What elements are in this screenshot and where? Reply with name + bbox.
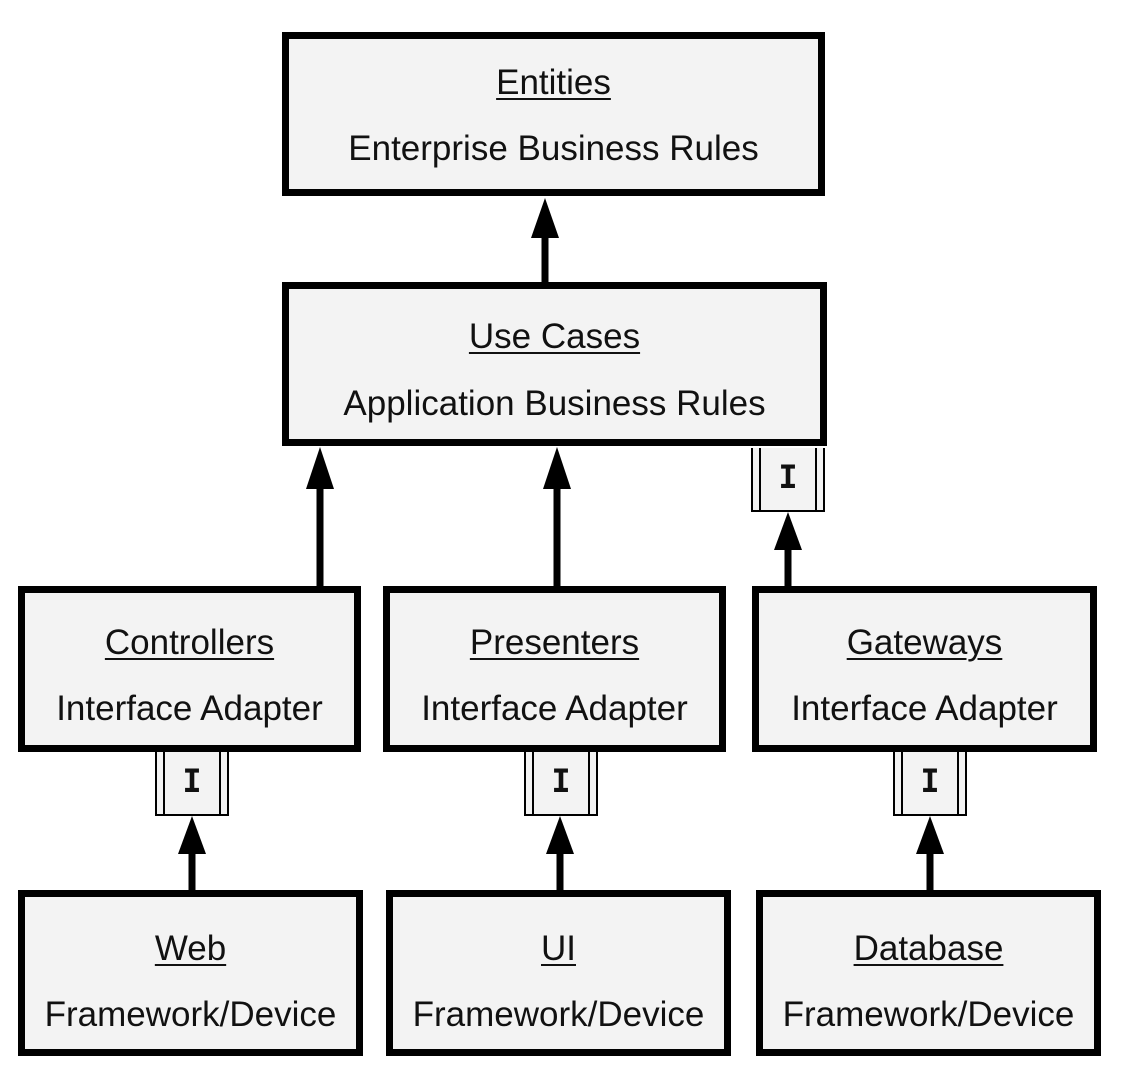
interface-glyph: I (778, 458, 798, 496)
ui-layer-label: Framework/Device (412, 995, 705, 1034)
interface-glyph: I (920, 762, 940, 800)
controllers-interface-marker: I (155, 752, 229, 816)
presenters-layer-label: Interface Adapter (421, 689, 688, 728)
controllers-title: Controllers (104, 623, 275, 662)
ui-title: UI (541, 929, 576, 968)
arrowhead-usecases-middle (543, 447, 571, 489)
ui-box: UI Framework/Device (386, 890, 731, 1056)
arrowhead-usecases-left (306, 447, 334, 489)
presenters-box: Presenters Interface Adapter (383, 586, 726, 752)
entities-box: Entities Enterprise Business Rules (282, 32, 825, 196)
gateways-title: Gateways (846, 623, 1003, 662)
controllers-box: Controllers Interface Adapter (18, 586, 361, 752)
entities-layer-label: Enterprise Business Rules (348, 129, 759, 168)
interface-glyph: I (182, 762, 202, 800)
web-layer-label: Framework/Device (44, 995, 337, 1034)
arrowhead-entities (531, 198, 559, 238)
entities-title: Entities (496, 63, 611, 102)
arrowhead-usecases-interface (774, 512, 802, 550)
gateways-interface-marker: I (893, 752, 967, 816)
use-cases-interface-marker: I (751, 448, 825, 512)
use-cases-title: Use Cases (468, 317, 641, 356)
database-layer-label: Framework/Device (782, 995, 1075, 1034)
arrowhead-controllers-interface (178, 816, 206, 854)
use-cases-layer-label: Application Business Rules (343, 384, 766, 423)
database-title: Database (853, 929, 1004, 968)
presenters-title: Presenters (469, 623, 640, 662)
gateways-box: Gateways Interface Adapter (752, 586, 1097, 752)
presenters-interface-marker: I (524, 752, 598, 816)
arrowhead-presenters-interface (546, 816, 574, 854)
web-title: Web (154, 929, 227, 968)
database-box: Database Framework/Device (756, 890, 1101, 1056)
interface-glyph: I (551, 762, 571, 800)
gateways-layer-label: Interface Adapter (791, 689, 1058, 728)
use-cases-box: Use Cases Application Business Rules (282, 282, 827, 446)
web-box: Web Framework/Device (18, 890, 363, 1056)
arrowhead-gateways-interface (916, 816, 944, 854)
controllers-layer-label: Interface Adapter (56, 689, 323, 728)
